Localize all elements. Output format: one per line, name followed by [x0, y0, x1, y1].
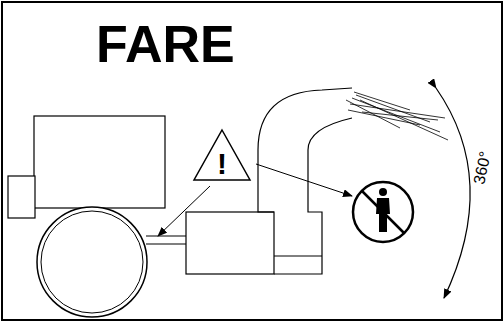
exclamation-mark: !: [217, 149, 227, 179]
machine-body: [186, 212, 274, 274]
discharge-chute: [258, 88, 352, 212]
warning-triangle: [194, 130, 250, 180]
leader-line: [158, 186, 210, 236]
signal-word: FARE: [96, 18, 235, 70]
ejected-material: [346, 92, 448, 140]
rotation-arrow: [436, 88, 470, 298]
chute-base: [274, 256, 322, 257]
wheel: [37, 207, 147, 317]
leader-line: [256, 164, 352, 196]
label-border: [2, 2, 502, 320]
no-person-symbol: [353, 182, 413, 242]
wheel-rim: [41, 211, 143, 313]
pto-shaft: [146, 243, 186, 244]
front-part: [8, 176, 35, 218]
tractor-cab: [34, 116, 165, 208]
pto-shaft: [146, 235, 186, 236]
rotation-label: 360°: [472, 150, 495, 186]
discharge-chute: [274, 118, 352, 274]
